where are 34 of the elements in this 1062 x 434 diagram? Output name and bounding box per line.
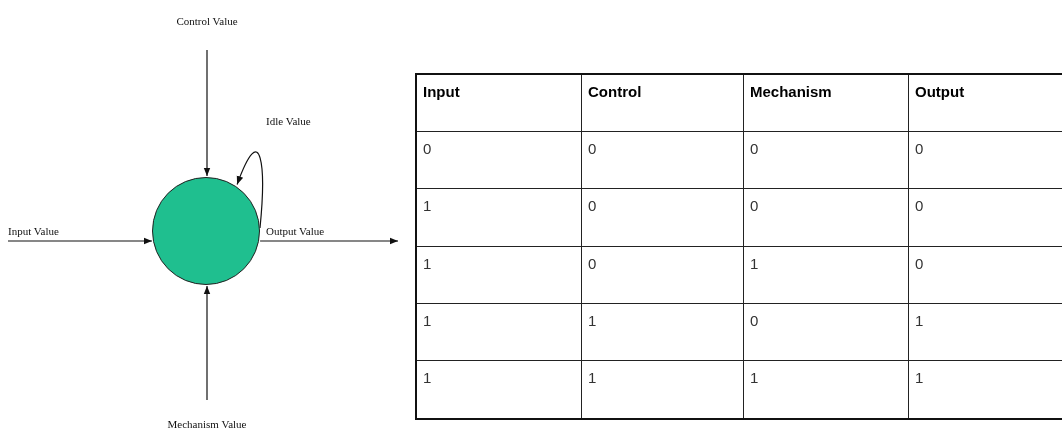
edge-label: Idle Value	[265, 115, 312, 128]
value-label: Control Value	[176, 15, 238, 28]
table-cell: 0	[582, 246, 744, 304]
value-label: Mechanism Value	[167, 418, 247, 431]
table-cell: 1	[417, 303, 582, 361]
table-cell: 0	[744, 303, 909, 361]
arrow	[7, 237, 153, 245]
table-cell: 0	[909, 246, 1062, 304]
table-cell: 1	[417, 246, 582, 304]
table-cell: 0	[744, 189, 909, 247]
column-header: Input	[417, 75, 582, 133]
column-header: Mechanism	[744, 75, 909, 133]
table-cell: 1	[417, 189, 582, 247]
value-label: Input Value	[8, 225, 59, 238]
edge-label: Output Value	[265, 225, 326, 238]
table-cell: 1	[744, 246, 909, 304]
table-cell: 1	[582, 303, 744, 361]
table-cell: 0	[417, 132, 582, 190]
column-header: Output	[909, 75, 1062, 133]
table-cell: 0	[909, 189, 1062, 247]
table-cell: 0	[909, 132, 1062, 190]
arrow	[259, 237, 399, 245]
table-cell-text: 1	[914, 367, 925, 388]
table-cell: 0	[582, 189, 744, 247]
arrow	[203, 49, 211, 177]
table-cell: 1	[417, 360, 582, 418]
table-cell: 0	[582, 132, 744, 190]
table-cell: 1	[909, 303, 1062, 361]
column-header: Control	[582, 75, 744, 133]
loop-arrow	[236, 151, 264, 229]
table-cell: 1	[582, 360, 744, 418]
arrow	[203, 285, 211, 401]
table-cell: 1	[744, 360, 909, 418]
table-cell: 0	[744, 132, 909, 190]
